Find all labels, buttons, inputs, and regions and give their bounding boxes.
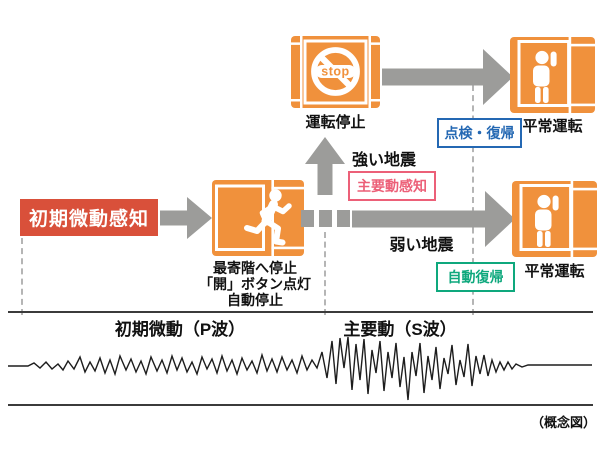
auto-return-box: 自動復帰 [436, 262, 515, 292]
standing-person-icon [533, 50, 557, 103]
standing-person-icon [535, 194, 559, 247]
conceptual-diagram-note: （概念図） [530, 415, 596, 430]
arrow-dash-segment [301, 210, 314, 227]
inspection-return-box: 点検・復帰 [437, 118, 522, 148]
weak-quake-label: 弱い地震 [389, 237, 454, 254]
elevator-evacuate-icon [212, 180, 304, 256]
arrow-right-top-icon [382, 49, 513, 105]
dashed-line-initial [21, 238, 23, 315]
operation-stopped-label: 運転停止 [305, 114, 366, 131]
arrow-up-icon [305, 137, 345, 195]
dashed-line-main-motion [324, 232, 326, 315]
main-motion-detection-label: 主要動感知 [357, 178, 427, 194]
arrow-right-bottom-icon [352, 191, 515, 247]
auto-return-label: 自動復帰 [447, 269, 504, 285]
elevator-stopped-icon: stop [291, 36, 380, 108]
stop-sign-icon: stop [311, 47, 360, 96]
elevator-normal-top-icon [510, 37, 595, 113]
nearest-floor-caption: 最寄階へ停止 「開」ボタン点灯 自動停止 [175, 260, 335, 308]
caption-line-3: 自動停止 [227, 292, 283, 308]
caption-line-1: 最寄階へ停止 [213, 260, 297, 276]
normal-operation-top-label: 平常運転 [522, 118, 583, 135]
stop-sign-text: stop [321, 65, 349, 79]
inspection-return-label: 点検・復帰 [444, 125, 515, 141]
caption-line-2: 「開」ボタン点灯 [199, 276, 311, 292]
arrow-dash-segment [319, 210, 332, 227]
initial-tremor-detection-box: 初期微動感知 [20, 199, 158, 236]
normal-operation-bottom-label: 平常運転 [524, 263, 585, 280]
p-wave-label: 初期微動（P波） [114, 320, 246, 339]
initial-tremor-detection-label: 初期微動感知 [28, 209, 149, 230]
arrow-right-icon [160, 197, 212, 239]
dashed-line-return [472, 85, 474, 315]
elevator-normal-bottom-icon [512, 181, 597, 257]
strong-quake-label: 強い地震 [352, 152, 417, 169]
s-wave-label: 主要動（S波） [343, 320, 457, 339]
arrow-dash-segment [337, 210, 350, 227]
main-motion-detection-box: 主要動感知 [348, 171, 436, 201]
seismograph-top-rule [8, 311, 593, 313]
running-person-icon [244, 189, 292, 246]
seismograph-bottom-rule [8, 404, 593, 406]
